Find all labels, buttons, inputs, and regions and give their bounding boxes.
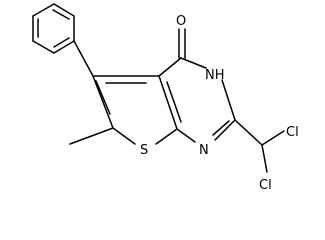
- sulfur-label: S: [140, 143, 148, 158]
- bond: [53, 3, 75, 17]
- double-bond-inner: [212, 120, 230, 136]
- nh-label: NH: [205, 68, 225, 83]
- pyrimidinone-ring: [158, 57, 236, 143]
- bond-phenyl-c5: [73, 40, 94, 77]
- chlorine-top-label: Cl: [286, 125, 299, 140]
- bond: [155, 128, 178, 145]
- double-bond-inner: [53, 37, 70, 48]
- nitrogen-label: N: [199, 143, 209, 158]
- double-bond-inner: [52, 9, 70, 20]
- bond: [180, 57, 207, 69]
- bond: [92, 75, 114, 129]
- bond-methyl: [69, 127, 114, 145]
- bond: [214, 119, 236, 141]
- bond-chcl2: [234, 119, 263, 146]
- molecule-structure: O NH S N Cl Cl: [32, 3, 299, 193]
- oxygen-label: O: [176, 14, 186, 29]
- bond: [221, 79, 236, 121]
- phenyl-ring: [32, 3, 75, 54]
- bond-cl-top: [261, 130, 285, 146]
- thiophene-ring: [92, 75, 178, 145]
- bond: [158, 57, 182, 77]
- bond: [53, 40, 75, 54]
- bond: [32, 3, 55, 17]
- bond-cl-bottom: [261, 144, 268, 173]
- double-bond-inner: [95, 80, 111, 115]
- bond: [158, 75, 178, 130]
- bond: [32, 40, 55, 54]
- bond: [112, 127, 136, 145]
- bond: [176, 128, 196, 143]
- chlorine-bottom-label: Cl: [259, 178, 272, 193]
- double-bond-inner: [166, 81, 182, 123]
